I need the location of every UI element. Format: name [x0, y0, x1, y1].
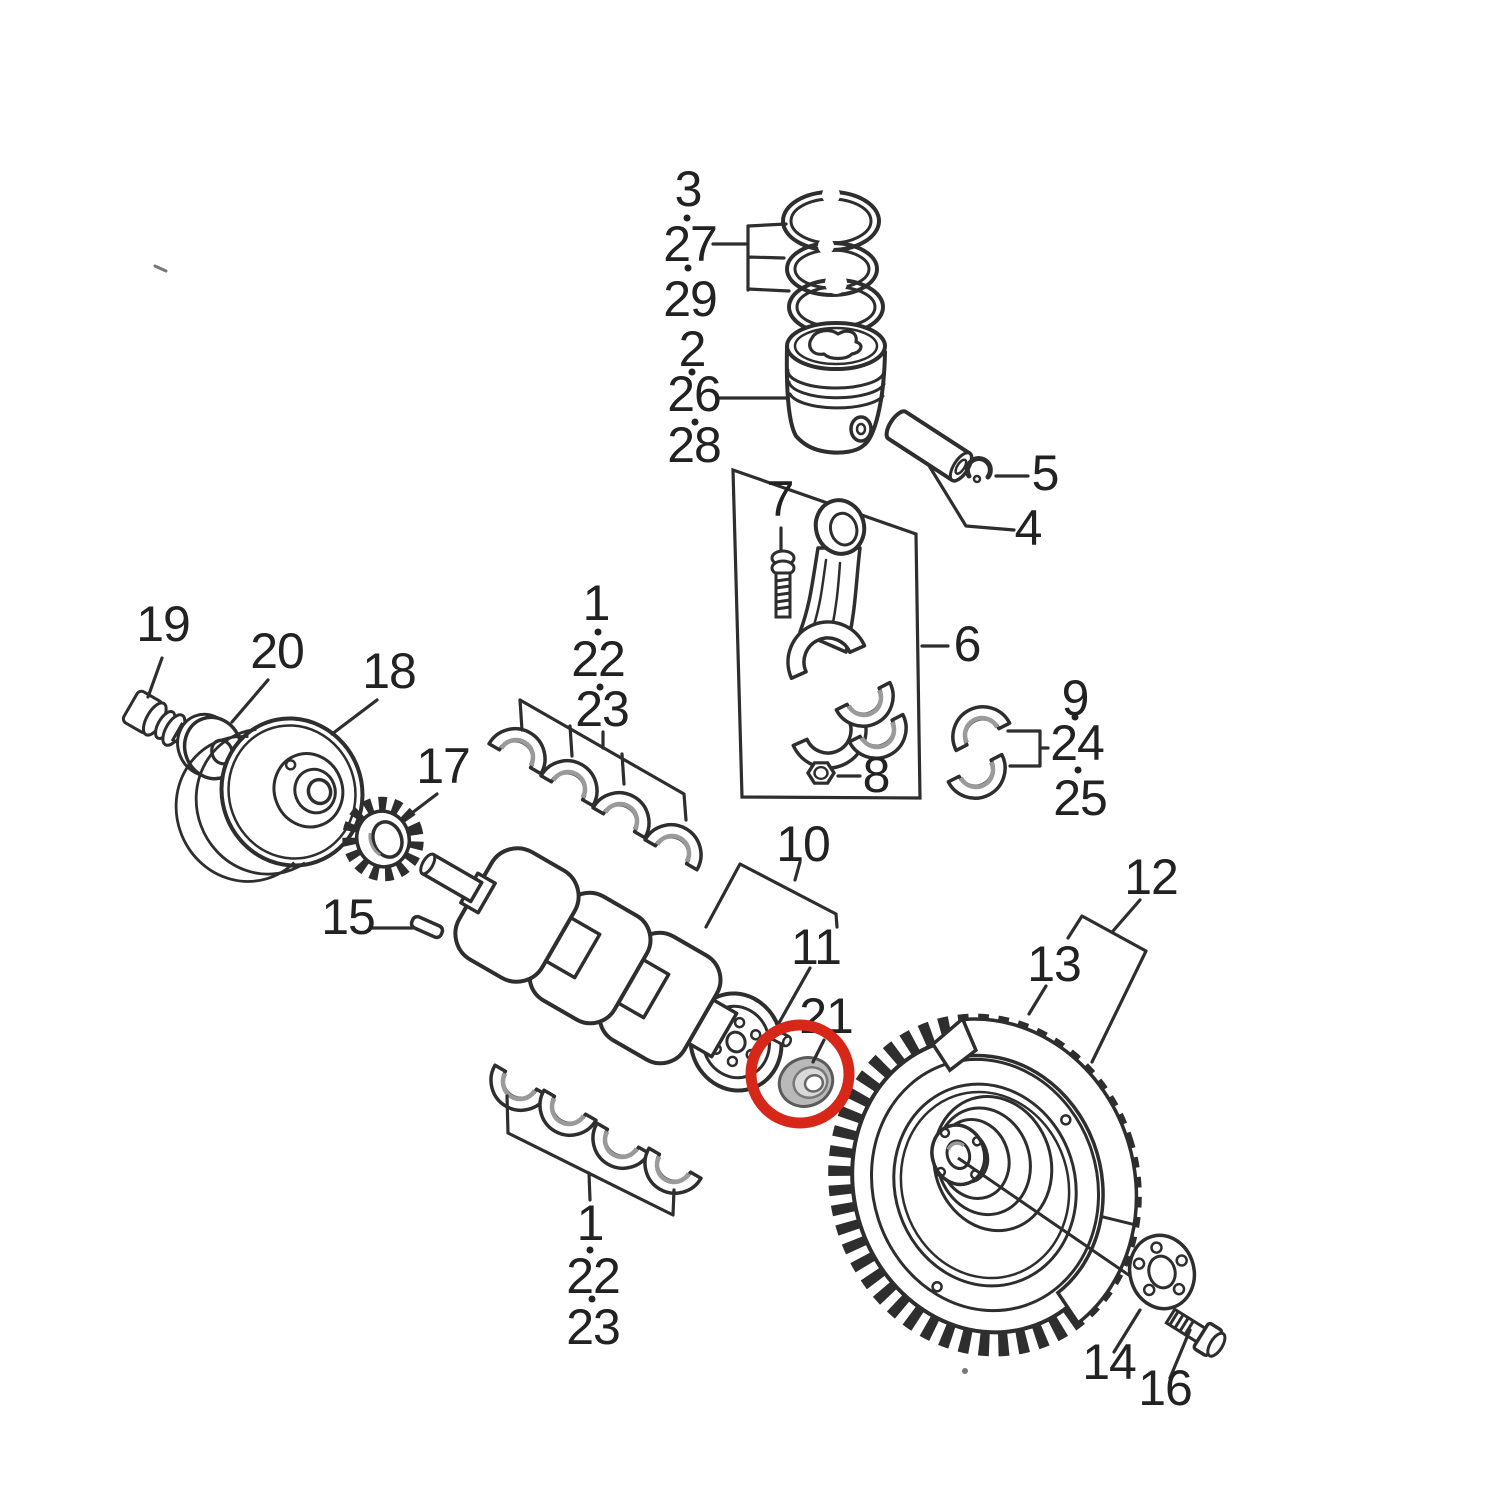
pilot-bearing-drawing — [777, 1056, 835, 1108]
part-label-7: 7 — [767, 471, 794, 527]
leader-17 — [406, 792, 439, 818]
part-label-10: 10 — [776, 816, 830, 872]
flywheel-washer-drawing — [1127, 1233, 1197, 1311]
leader-19 — [146, 656, 164, 699]
rod-nut-drawing — [805, 761, 837, 785]
piston-pin-drawing — [884, 409, 974, 483]
crankshaft-drawing — [419, 846, 793, 1093]
part-label-5: 5 — [1032, 445, 1059, 501]
leader-21 — [811, 1038, 826, 1064]
part-label-12: 12 — [1124, 849, 1178, 905]
part-label-18: 18 — [362, 643, 416, 699]
leader-lines — [146, 222, 1192, 1380]
part-label-27: 27 — [663, 216, 717, 272]
highlight-circle-part-21 — [745, 1019, 855, 1129]
bracket-9-24-25 — [1006, 729, 1050, 768]
part-label-14: 14 — [1082, 1334, 1136, 1390]
leader-13 — [1027, 984, 1048, 1016]
part-label-17: 17 — [416, 738, 470, 794]
bracket-shells-upper — [518, 698, 688, 822]
part-label-28: 28 — [667, 417, 721, 473]
flywheel-axis-line — [957, 1156, 1137, 1282]
part-label-16: 16 — [1138, 1360, 1192, 1416]
piston-drawing — [784, 321, 887, 455]
leader-14 — [1112, 1308, 1142, 1354]
part-label-3: 3 — [675, 161, 702, 217]
part-label-25: 25 — [1053, 770, 1107, 826]
bracket-12 — [1066, 898, 1148, 1064]
leader-11 — [773, 966, 812, 1032]
part-label-23-bottom: 23 — [566, 1299, 620, 1355]
crank-pulley-drawing — [174, 716, 365, 883]
rod-bolt-drawing — [770, 549, 796, 619]
timing-gear-drawing — [342, 796, 424, 882]
leader-18 — [330, 698, 379, 736]
bracket-10 — [704, 860, 839, 929]
leader-4 — [926, 462, 1016, 532]
part-label-19: 19 — [136, 596, 190, 652]
part-label-9: 9 — [1062, 670, 1089, 726]
flywheel-cover-plate — [961, 1017, 1139, 1326]
part-label-6: 6 — [954, 616, 981, 672]
leader-16 — [1168, 1328, 1192, 1380]
part-label-1-top: 1 — [583, 575, 610, 631]
part-label-2: 2 — [679, 321, 706, 377]
woodruff-key-drawing — [409, 914, 445, 940]
snap-ring-drawing — [964, 456, 993, 484]
flywheel-bolt-drawing — [1164, 1307, 1227, 1358]
connecting-rod-drawing — [786, 498, 868, 770]
part-label-23-top: 23 — [575, 681, 629, 737]
part-label-26: 26 — [667, 366, 721, 422]
part-label-8: 8 — [863, 747, 890, 803]
part-label-15: 15 — [321, 889, 375, 945]
flywheel-drawing — [828, 1013, 1142, 1357]
part-label-29: 29 — [663, 271, 717, 327]
bracket-ring-set — [746, 222, 791, 293]
bracket-shells-lower — [505, 1094, 676, 1217]
piston-rings-drawing — [781, 186, 885, 336]
part-label-13: 13 — [1027, 936, 1081, 992]
part-label-20: 20 — [250, 623, 304, 679]
crank-bearing-pair-drawing — [943, 696, 1016, 808]
part-label-11: 11 — [791, 919, 841, 975]
part-label-24: 24 — [1050, 715, 1104, 771]
part-label-22-bottom: 22 — [566, 1248, 620, 1304]
leader-20 — [230, 678, 270, 724]
label-separator-dots — [586, 214, 1082, 1303]
part-label-22-top: 22 — [571, 631, 625, 687]
part-label-4: 4 — [1015, 500, 1042, 556]
part-label-1-bottom: 1 — [577, 1195, 604, 1251]
